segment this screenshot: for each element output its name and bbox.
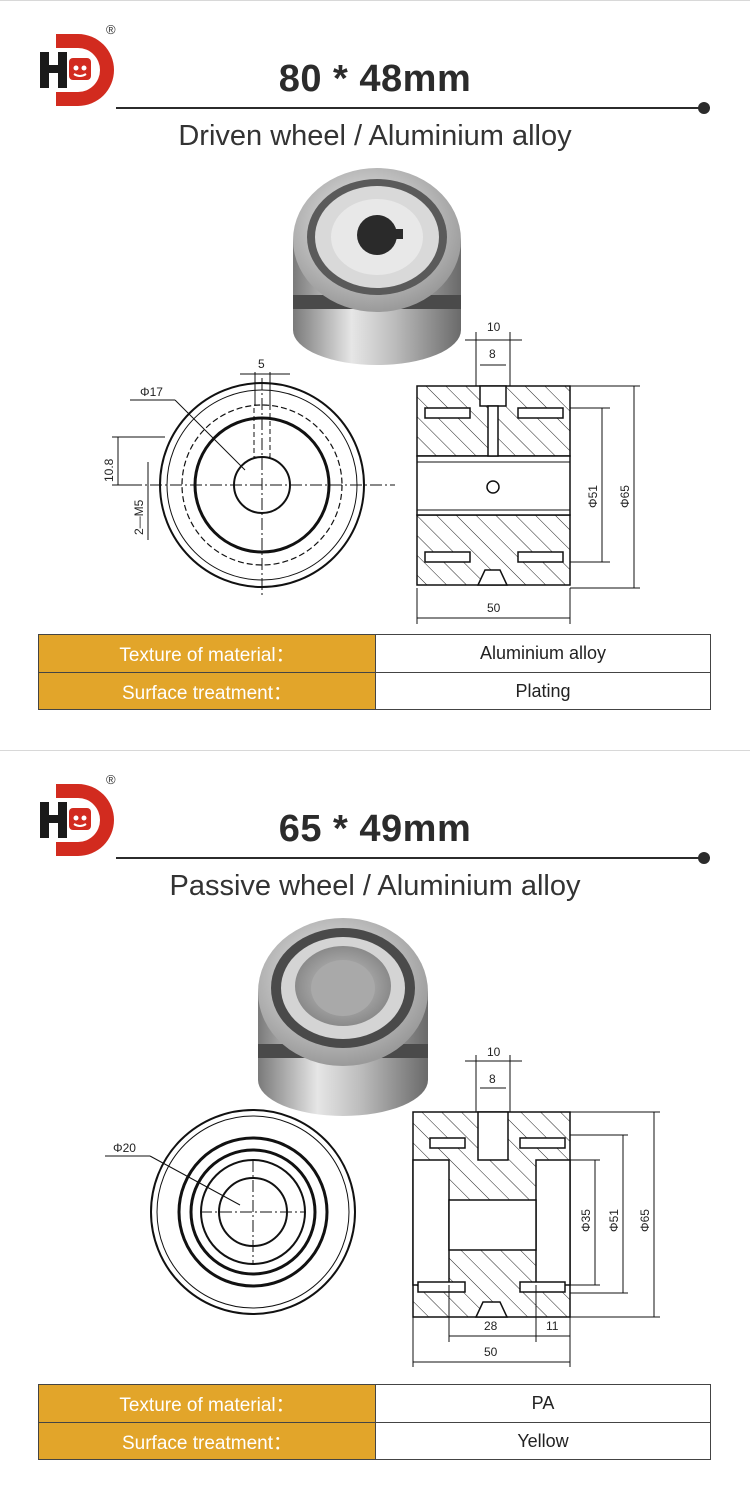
- passive-wheel-drawing: Φ20 10 8 Φ35 Φ51 Φ6: [105, 1045, 660, 1367]
- dim-top-10: 10: [487, 1045, 501, 1059]
- spec-value-surface: Yellow: [376, 1423, 710, 1459]
- passive-wheel-photo: [258, 918, 428, 1116]
- spec-label-surface: Surface treatment：: [39, 1423, 376, 1459]
- product-subtitle: Driven wheel / Aluminium alloy: [178, 120, 572, 152]
- dim-width-50: 50: [487, 601, 501, 615]
- dim-width-28: 28: [484, 1319, 498, 1333]
- brand-logo: [40, 34, 114, 106]
- product-section-passive-wheel: ® 65 * 49mm Passive wheel / Aluminium al…: [0, 750, 750, 1500]
- spec-row-surface: Surface treatment： Plating: [39, 672, 710, 709]
- driven-wheel-photo: [293, 168, 461, 365]
- spec-row-material: Texture of material： PA: [39, 1385, 710, 1422]
- product-subtitle: Passive wheel / Aluminium alloy: [169, 870, 581, 902]
- dim-d35: Φ35: [579, 1209, 593, 1232]
- dim-d51: Φ51: [586, 485, 600, 508]
- title-underline-dot: [698, 102, 710, 114]
- registered-mark: ®: [106, 22, 116, 37]
- dim-d51: Φ51: [607, 1209, 621, 1232]
- brand-logo: [40, 784, 114, 856]
- dim-d65: Φ65: [618, 485, 632, 508]
- dim-d17: Φ17: [140, 385, 163, 399]
- spec-table: Texture of material： PA Surface treatmen…: [38, 1384, 711, 1460]
- dim-top-8: 8: [489, 1072, 496, 1086]
- spec-row-material: Texture of material： Aluminium alloy: [39, 635, 710, 672]
- dim-d65: Φ65: [638, 1209, 652, 1232]
- product-size-title: 80 * 48mm: [278, 58, 472, 100]
- spec-row-surface: Surface treatment： Yellow: [39, 1422, 710, 1459]
- dim-five: 5: [258, 357, 265, 371]
- spec-value-surface: Plating: [376, 673, 710, 709]
- spec-label-surface: Surface treatment：: [39, 673, 376, 709]
- driven-wheel-drawing: Φ17 5 10.8 2—M5: [102, 320, 640, 624]
- spec-label-material: Texture of material：: [39, 1385, 376, 1422]
- section-divider: [0, 0, 750, 1]
- product-size-title: 65 * 49mm: [278, 808, 472, 850]
- dim-width-11: 11: [546, 1319, 559, 1333]
- spec-value-material: PA: [376, 1385, 710, 1422]
- title-underline-dot: [698, 852, 710, 864]
- dim-top-10: 10: [487, 320, 501, 334]
- dim-2-m5: 2—M5: [132, 499, 146, 535]
- section-divider: [0, 750, 750, 751]
- dim-d20: Φ20: [113, 1141, 136, 1155]
- dim-top-8: 8: [489, 347, 496, 361]
- spec-value-material: Aluminium alloy: [376, 635, 710, 672]
- spec-label-material: Texture of material：: [39, 635, 376, 672]
- product-section-driven-wheel: ® 80 * 48mm Driven wheel / Aluminium all…: [0, 0, 750, 710]
- registered-mark: ®: [106, 772, 116, 787]
- spec-table: Texture of material： Aluminium alloy Sur…: [38, 634, 711, 710]
- title-underline: [116, 857, 704, 859]
- dim-10-8: 10.8: [102, 458, 116, 482]
- dim-width-50: 50: [484, 1345, 498, 1359]
- title-underline: [116, 107, 704, 109]
